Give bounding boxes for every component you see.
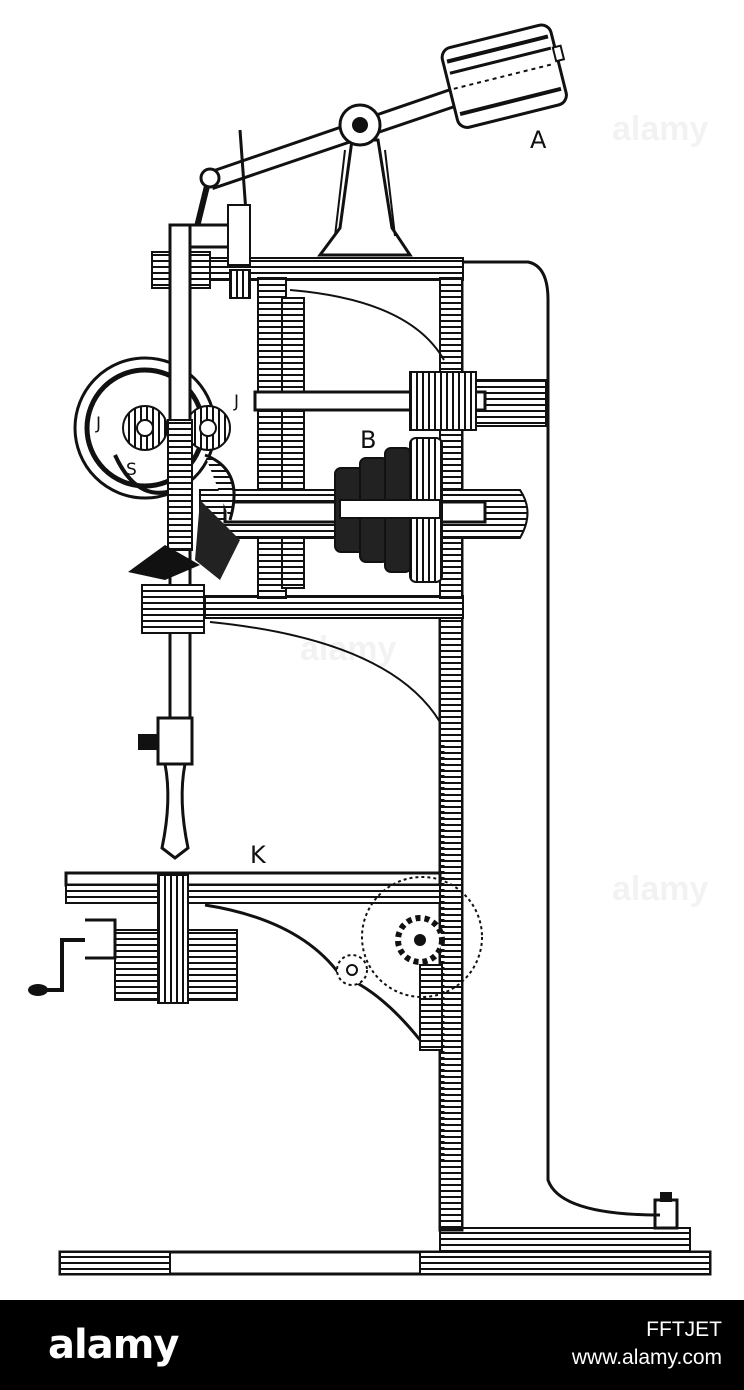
main-column <box>438 260 661 1232</box>
base-plate <box>58 1192 712 1276</box>
label-j-left: J <box>96 414 102 434</box>
upper-shaft <box>253 371 487 431</box>
drill-press-drawing: alamy alamy alamy <box>28 23 712 1276</box>
stock-footer-bar: alamy FFTJET www.alamy.com <box>0 1300 744 1390</box>
watermark-1: alamy <box>612 110 708 148</box>
spindle <box>138 223 194 860</box>
bevel-gears <box>128 500 240 634</box>
counterweight <box>440 23 568 129</box>
label-a: A <box>530 126 547 154</box>
table-gears <box>336 876 483 998</box>
label-s: S <box>126 460 137 480</box>
work-table <box>28 871 443 1051</box>
footer-brand-logo[interactable]: alamy <box>48 1322 179 1368</box>
illustration-area: alamy alamy alamy A B J J S K <box>28 23 712 1276</box>
label-j-right: J <box>234 392 240 412</box>
image-id: FFTJET <box>646 1318 722 1341</box>
pulley-cone <box>334 437 443 583</box>
label-b: B <box>360 426 377 454</box>
label-k: K <box>250 841 266 869</box>
site-url[interactable]: www.alamy.com <box>571 1346 722 1369</box>
watermark-2: alamy <box>300 630 396 668</box>
watermark-3: alamy <box>612 870 708 908</box>
